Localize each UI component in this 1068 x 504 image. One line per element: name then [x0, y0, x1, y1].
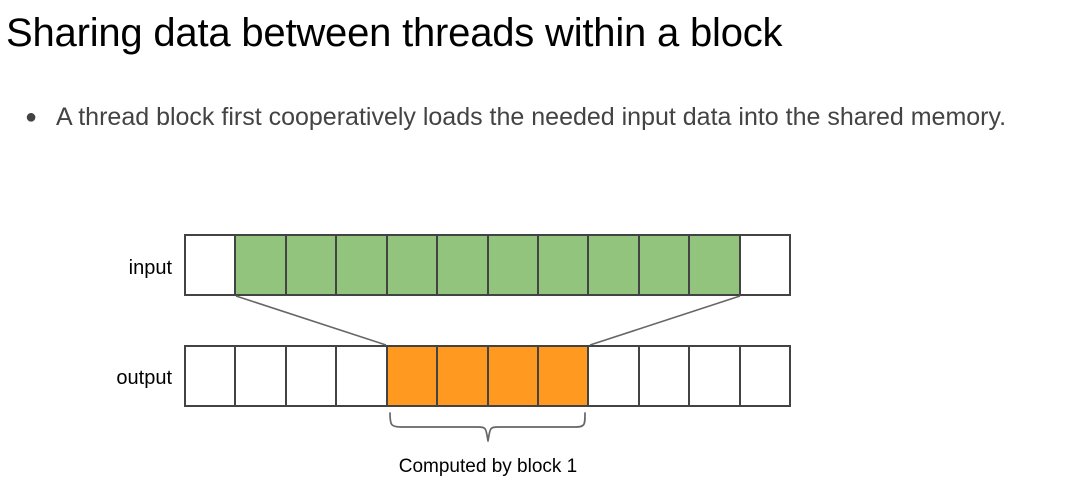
output-cell-8 [589, 347, 640, 405]
output-cell-11 [740, 347, 790, 405]
output-cell-6 [488, 347, 539, 405]
right-connector-line [589, 295, 741, 346]
input-cell-4 [387, 236, 439, 294]
input-cell-7 [538, 236, 590, 294]
output-cell-4 [387, 347, 439, 405]
bullet-point-icon: ● [24, 106, 38, 128]
output-cell-5 [438, 347, 489, 405]
input-cell-8 [589, 236, 640, 294]
input-cell-9 [639, 236, 691, 294]
input-cell-10 [690, 236, 741, 294]
input-cell-1 [236, 236, 287, 294]
bullet-item-text: A thread block first cooperatively loads… [56, 103, 1007, 131]
left-connector-line [235, 295, 387, 346]
output-cell-7 [538, 347, 590, 405]
output-cell-1 [236, 347, 287, 405]
output-cell-2 [286, 347, 338, 405]
input-array-row [184, 234, 791, 296]
input-cell-5 [438, 236, 489, 294]
list-item: ● A thread block first cooperatively loa… [6, 100, 1061, 135]
output-cell-9 [639, 347, 691, 405]
output-cell-0 [186, 347, 237, 405]
input-row-label: input [128, 257, 172, 279]
brace-caption: Computed by block 1 [398, 456, 578, 477]
input-cell-6 [488, 236, 539, 294]
computed-by-block-brace-icon [389, 412, 586, 442]
bullet-list: ● A thread block first cooperatively loa… [6, 100, 1061, 135]
output-array-row [184, 345, 791, 407]
input-cell-0 [186, 236, 237, 294]
output-cell-3 [337, 347, 388, 405]
input-cell-11 [740, 236, 790, 294]
page-title: Sharing data between threads within a bl… [6, 11, 783, 55]
output-cell-10 [690, 347, 741, 405]
input-cell-3 [337, 236, 388, 294]
output-row-label: output [116, 367, 172, 389]
input-cell-2 [286, 236, 338, 294]
